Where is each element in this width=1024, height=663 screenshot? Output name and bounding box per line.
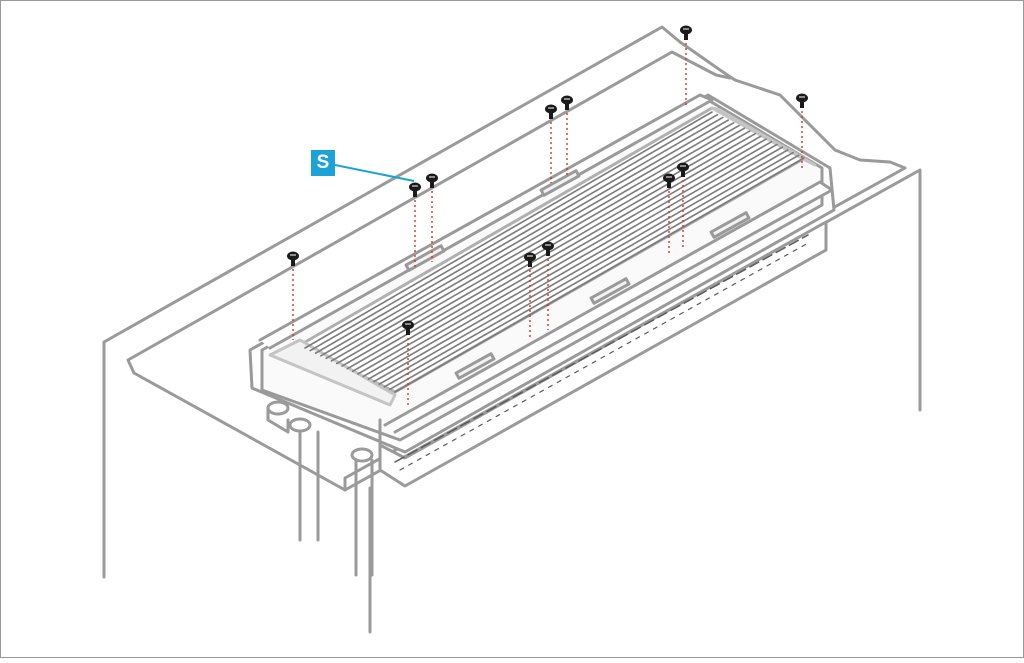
screw-icon	[426, 173, 438, 188]
fin-line	[357, 138, 767, 375]
screw-guide-lines	[292, 38, 803, 408]
fin-line	[367, 143, 778, 380]
fin-line	[304, 111, 713, 349]
screw-icon	[524, 252, 536, 267]
screw-icon	[663, 173, 675, 188]
fin-line	[383, 151, 794, 388]
screw-icon	[677, 162, 689, 177]
fin-line	[325, 122, 735, 360]
fin-line	[309, 113, 719, 352]
fin-line	[373, 146, 784, 383]
fin-line	[378, 149, 789, 386]
screw-icon	[287, 251, 299, 266]
fin-line	[394, 157, 805, 393]
screws	[287, 25, 808, 335]
screw-icon	[542, 241, 554, 256]
fin-line	[314, 116, 724, 354]
screw-icon	[545, 104, 557, 119]
mounting-rail	[258, 93, 834, 488]
screw-icon	[680, 25, 692, 40]
fin-line	[388, 154, 800, 391]
fin-line	[346, 132, 757, 370]
screw-icon	[796, 93, 808, 108]
fin-line	[330, 124, 740, 362]
screw-icon	[409, 182, 421, 197]
callout-leader-line	[334, 164, 415, 182]
screw-icon	[561, 95, 573, 110]
fin-line	[320, 119, 730, 357]
screw-icon	[402, 320, 414, 335]
fin-line	[362, 140, 773, 378]
fin-line	[351, 135, 762, 373]
callout-label-s: S	[311, 150, 335, 176]
